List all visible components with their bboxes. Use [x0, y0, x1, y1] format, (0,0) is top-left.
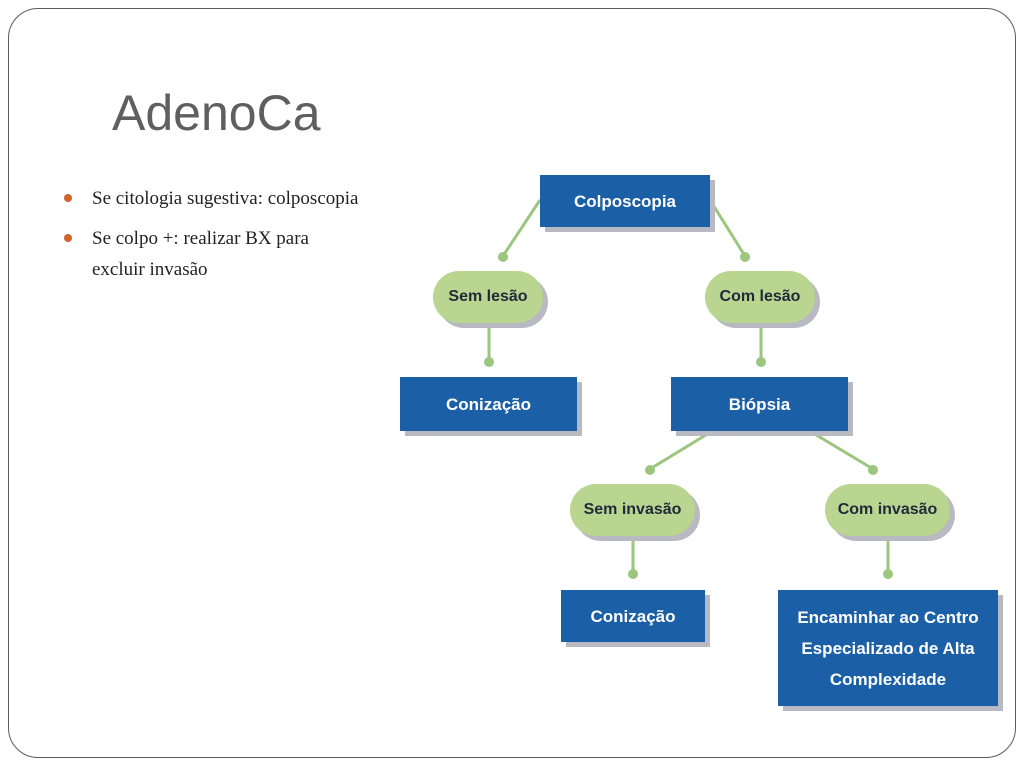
bullet-text: Se colpo +: realizar BX para excluir inv… [92, 228, 309, 280]
node-label: Colposcopia [573, 191, 676, 211]
connector-biopsia-com-invasao [807, 428, 874, 471]
node-label: Com lesão [719, 288, 801, 305]
node-sem-lesao: Sem lesão [433, 271, 543, 323]
connector-biopsia-sem-invasao [649, 428, 715, 471]
node-encaminhar: Encaminhar ao Centro Especializado de Al… [778, 590, 998, 706]
connector-dot [484, 357, 494, 367]
connector-dot [498, 252, 508, 262]
node-com-invasao: Com invasão [825, 484, 950, 536]
node-sem-invasao: Sem invasão [570, 484, 695, 536]
connector-colposcopia-com-lesao [708, 199, 747, 257]
connector-dot [756, 357, 766, 367]
bullet-dot-icon [64, 194, 72, 202]
node-label: Sem invasão [583, 501, 682, 518]
node-label: Conização [445, 394, 532, 414]
node-label: Conização [590, 606, 676, 626]
connector-colposcopia-sem-lesao [501, 199, 542, 257]
node-conizacao-2: Conização [561, 590, 705, 642]
node-label: Sem lesão [448, 288, 528, 305]
bullet-dot-icon [64, 234, 72, 242]
slide-title: AdenoCa [112, 85, 321, 141]
node-colposcopia: Colposcopia [540, 175, 710, 227]
bullet-item: Se citologia sugestiva: colposcopia [62, 183, 362, 214]
node-com-lesao: Com lesão [705, 271, 815, 323]
bullet-item: Se colpo +: realizar BX para excluir inv… [62, 223, 362, 285]
node-label: Com invasão [837, 501, 938, 518]
connector-dot [868, 465, 878, 475]
bullet-text: Se citologia sugestiva: colposcopia [92, 188, 359, 209]
connector-dot [740, 252, 750, 262]
node-label: Encaminhar ao Centro Especializado de Al… [797, 607, 979, 689]
node-biopsia: Biópsia [671, 377, 848, 431]
node-label: Biópsia [728, 394, 791, 414]
connector-dot [883, 569, 893, 579]
connector-dot [628, 569, 638, 579]
node-conizacao-1: Conização [400, 377, 577, 431]
connector-dot [645, 465, 655, 475]
bullet-list: Se citologia sugestiva: colposcopia Se c… [62, 183, 362, 294]
